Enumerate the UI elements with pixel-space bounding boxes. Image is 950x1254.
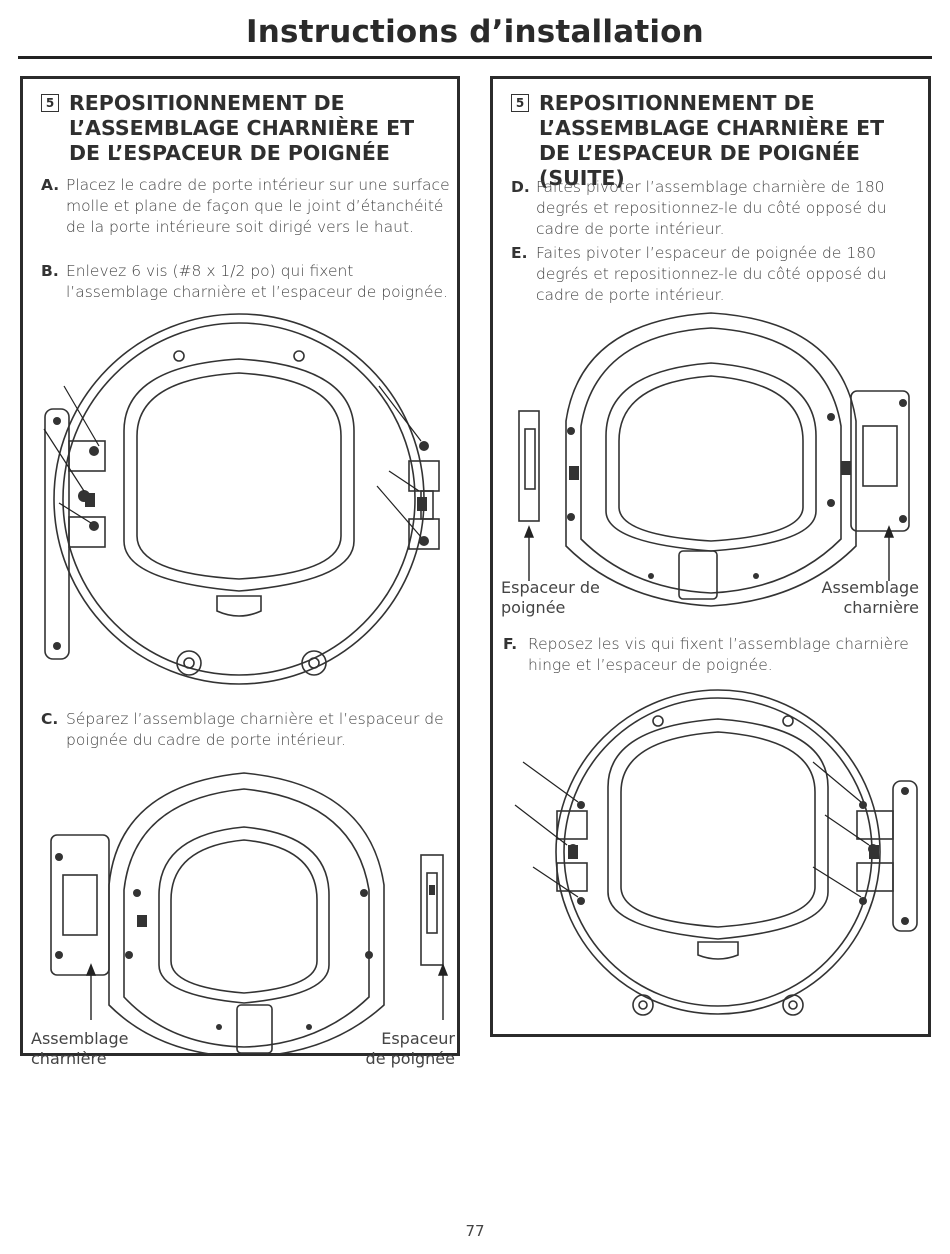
left-step-heading: 5 REPOSITIONNEMENT DE L’ASSEMBLAGE CHARN…: [41, 91, 451, 166]
right-panel: 5 REPOSITIONNEMENT DE L’ASSEMBLAGE CHARN…: [490, 76, 931, 1037]
step-number-box: 5: [41, 94, 59, 112]
instruction-text: Faites pivoter l’espaceur de poignée de …: [536, 244, 887, 304]
instruction-f: F. Reposez les vis qui fixent l’assembla…: [503, 634, 928, 676]
instruction-letter: D.: [511, 178, 530, 196]
label-hinge-assembly: Assemblage charnière: [821, 578, 919, 617]
instruction-text: Séparez l’assemblage charnière et l’espa…: [66, 710, 444, 749]
step-number-box: 5: [511, 94, 529, 112]
step-title: REPOSITIONNEMENT DE L’ASSEMBLAGE CHARNIÈ…: [69, 91, 415, 165]
title-rule: [18, 56, 932, 59]
instruction-letter: A.: [41, 176, 60, 194]
instruction-text: Reposez les vis qui fixent l’assemblage …: [528, 635, 909, 674]
instruction-e: E. Faites pivoter l’espaceur de poignée …: [511, 243, 923, 306]
label-handle-spacer: Espaceur de poignée: [501, 578, 600, 617]
label-handle-spacer: Espaceur de poignée: [365, 1029, 455, 1068]
door-frame-diagram-reinstalled: [514, 689, 918, 1016]
instruction-b: B. Enlevez 6 vis (#8 x 1/2 po) qui fixen…: [41, 261, 459, 303]
instruction-letter: B.: [41, 262, 59, 280]
left-panel: 5 REPOSITIONNEMENT DE L’ASSEMBLAGE CHARN…: [20, 76, 460, 1068]
instruction-text: Enlevez 6 vis (#8 x 1/2 po) qui fixent l…: [66, 262, 448, 301]
instruction-letter: C.: [41, 710, 59, 728]
instruction-a: A. Placez le cadre de porte intérieur su…: [41, 175, 453, 238]
door-frame-diagram-rotated: [518, 312, 910, 607]
instruction-text: Placez le cadre de porte intérieur sur u…: [66, 176, 450, 236]
label-hinge-assembly: Assemblage charnière: [31, 1029, 129, 1068]
page-title: Instructions d’installation: [246, 14, 704, 50]
instruction-letter: F.: [503, 635, 518, 653]
step-title: REPOSITIONNEMENT DE L’ASSEMBLAGE CHARNIÈ…: [539, 91, 885, 190]
instruction-text: Faites pivoter l’assemblage charnière de…: [536, 178, 887, 238]
instruction-c: C. Séparez l’assemblage charnière et l’e…: [41, 709, 453, 751]
instruction-d: D. Faites pivoter l’assemblage charnière…: [511, 177, 923, 240]
page-number: 77: [465, 1222, 485, 1240]
instruction-letter: E.: [511, 244, 528, 262]
door-frame-diagram-screws: [43, 313, 440, 685]
door-frame-diagram-separated: [50, 772, 449, 1055]
right-step-heading: 5 REPOSITIONNEMENT DE L’ASSEMBLAGE CHARN…: [511, 91, 921, 191]
